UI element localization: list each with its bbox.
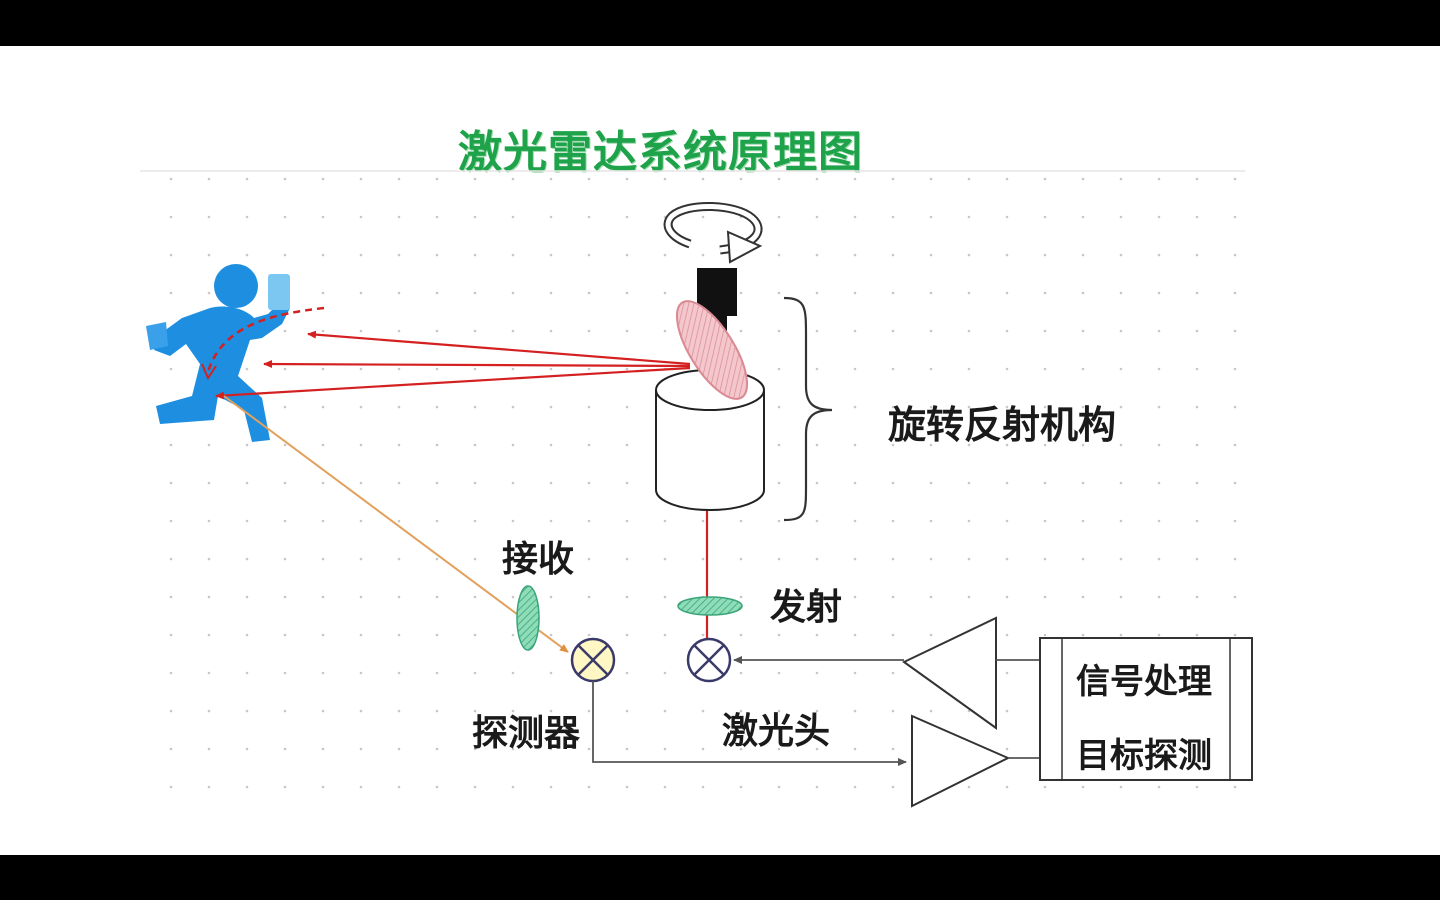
receive-lens [516, 585, 540, 651]
scan-arc-arrowhead [201, 363, 217, 381]
cylinder-housing [655, 369, 765, 511]
rotation-arrow-icon [663, 202, 763, 264]
label-rotating-mechanism: 旋转反射机构 [888, 403, 1117, 447]
label-signal-processing: 信号处理 [1076, 662, 1212, 702]
label-laser-head: 激光头 [722, 711, 831, 752]
brace [783, 296, 833, 522]
detector-icon [570, 637, 616, 683]
slide: 激光雷达系统原理图 [0, 46, 1440, 855]
mirror [675, 300, 749, 400]
label-transmit: 发射 [770, 587, 843, 628]
transmit-lens [677, 596, 743, 616]
letterbox-top [0, 0, 1440, 46]
return-beam [223, 395, 569, 653]
scan-arc-dashed [206, 306, 325, 373]
detector-signal-line [592, 681, 907, 766]
label-detector: 探测器 [472, 713, 581, 754]
diagram-title: 激光雷达系统原理图 [458, 127, 863, 178]
processing-box [1039, 637, 1253, 781]
receiver-amplifier [911, 714, 1011, 808]
laser-head-icon [686, 637, 732, 683]
running-person-icon [146, 264, 290, 442]
label-target-detection: 目标探测 [1076, 736, 1212, 776]
lidar-diagram [140, 170, 1260, 808]
driver-amplifier [902, 616, 997, 730]
label-receive: 接收 [502, 539, 575, 580]
letterbox-bottom [0, 855, 1440, 900]
